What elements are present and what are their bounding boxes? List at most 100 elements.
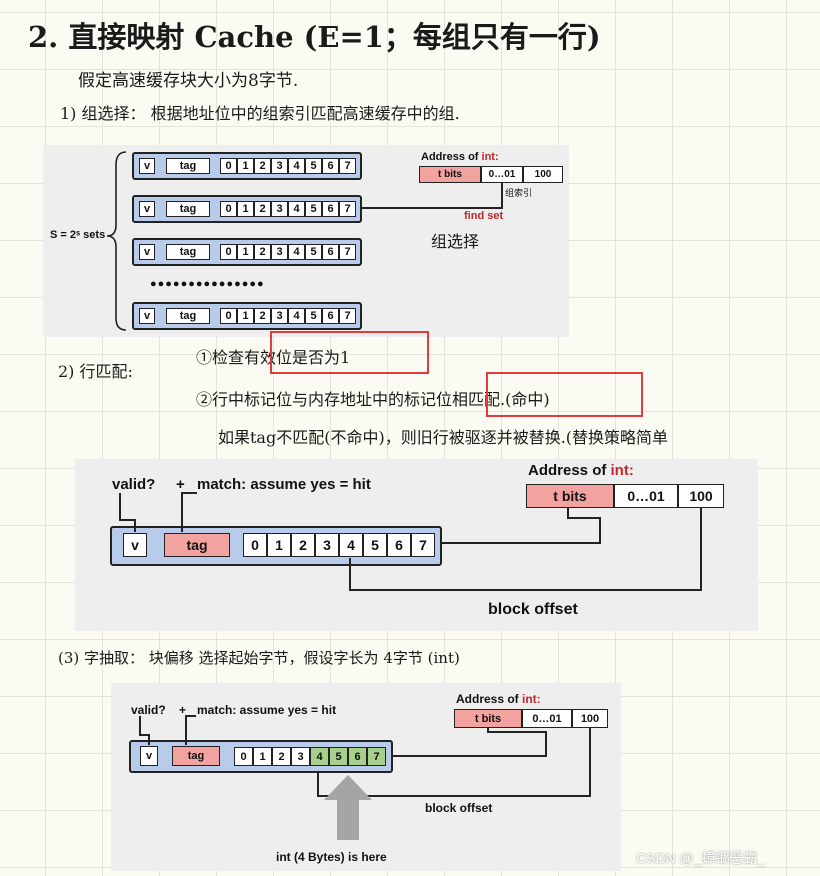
fig2-byte-cell: 7 xyxy=(411,533,435,557)
byte-cell: 2 xyxy=(254,201,271,217)
fig2-block-offset-label: block offset xyxy=(488,601,578,618)
byte-cell: 4 xyxy=(288,158,305,174)
int-keyword: int: xyxy=(522,692,541,706)
set-selection-handwritten: 组选择 xyxy=(431,232,480,251)
byte-cell: 1 xyxy=(237,201,254,217)
byte-cell: 7 xyxy=(339,244,356,260)
find-set-line xyxy=(362,183,503,209)
highlight-valid-bit xyxy=(270,331,429,374)
byte-cell: 3 xyxy=(271,158,288,174)
byte-cell: 1 xyxy=(237,244,254,260)
valid-line xyxy=(119,493,136,532)
fig3-block-offset-label: block offset xyxy=(425,801,493,815)
byte-cell: 6 xyxy=(322,244,339,260)
step2-check-valid: ①检查有效位是否为1 xyxy=(196,348,351,367)
fig2-set-index-bits: 0…01 xyxy=(614,484,678,508)
byte-cell: 7 xyxy=(339,158,356,174)
byte-cell: 7 xyxy=(339,201,356,217)
fig2-offset-bits: 100 xyxy=(678,484,724,508)
fig3-t-bits: t bits xyxy=(454,709,522,728)
fig2-plus: + xyxy=(176,476,185,493)
byte-cell: 1 xyxy=(237,158,254,174)
fig2-byte-cell: 6 xyxy=(387,533,411,557)
fig3-byte-cell: 5 xyxy=(329,747,348,766)
fig2-tag: tag xyxy=(164,533,230,557)
fig2-byte-cell: 3 xyxy=(315,533,339,557)
fig2-byte-cell: 5 xyxy=(363,533,387,557)
fig3-offset-line xyxy=(317,728,591,797)
byte-cell: 6 xyxy=(322,308,339,324)
fig3-valid-question: valid? xyxy=(131,703,166,717)
address-of-text: Address of xyxy=(456,692,523,706)
block-size-note: 假定高速缓存块大小为8字节. xyxy=(78,71,299,91)
byte-cell: 3 xyxy=(271,308,288,324)
fig3-valid-line xyxy=(139,716,150,745)
fig2-address-label: Address of int: xyxy=(528,462,634,479)
int-location-label: int (4 Bytes) is here xyxy=(276,850,387,864)
step1-set-selection: 1) 组选择： 根据地址位中的组索引匹配高速缓存中的组. xyxy=(60,104,460,123)
int-arrow xyxy=(324,775,372,840)
watermark: CSDN @_蟑螂恶霸_ xyxy=(636,850,766,866)
byte-cell: 7 xyxy=(339,308,356,324)
byte-cell: 0 xyxy=(220,158,237,174)
step2-tag-match: ②行中标记位与内存地址中的标记位相匹配.(命中) xyxy=(196,390,550,409)
fig3-byte-cell: 4 xyxy=(310,747,329,766)
tag-line xyxy=(181,492,197,532)
byte-cell: 0 xyxy=(220,201,237,217)
row-separator-dots: ●●●●●●●●●●●●●●● xyxy=(150,278,265,290)
tag-field: tag xyxy=(166,158,210,174)
fig3-address-label: Address of int: xyxy=(456,692,541,706)
fig1-t-bits: t bits xyxy=(419,166,481,183)
index-handwritten-note: 组索引 xyxy=(505,189,533,199)
tag-compare-line xyxy=(442,508,601,544)
fig2-byte-cell: 1 xyxy=(267,533,291,557)
fig1-set-index-bits: 0…01 xyxy=(481,166,523,183)
fig3-byte-cell: 0 xyxy=(234,747,253,766)
byte-cell: 5 xyxy=(305,201,322,217)
byte-cell: 6 xyxy=(322,158,339,174)
byte-cell: 3 xyxy=(271,244,288,260)
fig3-tag-line xyxy=(185,715,196,745)
valid-bit: v xyxy=(139,244,155,260)
find-set-label: find set xyxy=(464,210,504,222)
address-of-text: Address of xyxy=(528,462,611,479)
page-title: 2. 直接映射 Cache (E=1；每组只有一行) xyxy=(28,20,601,54)
address-of-text: Address of xyxy=(421,151,482,163)
fig3-valid-bit: v xyxy=(140,746,158,766)
tag-field: tag xyxy=(166,244,210,260)
step2-line-matching: 2) 行匹配: xyxy=(58,362,133,381)
fig3-byte-cell: 1 xyxy=(253,747,272,766)
byte-cell: 6 xyxy=(322,201,339,217)
fig2-match-text: match: assume yes = hit xyxy=(197,476,371,493)
int-keyword: int: xyxy=(481,151,499,163)
fig3-set-index-bits: 0…01 xyxy=(522,709,572,728)
byte-cell: 4 xyxy=(288,308,305,324)
step3-word-selection: (3) 字抽取： 块偏移 选择起始字节，假设字长为 4字节 (int) xyxy=(58,649,460,667)
fig3-byte-cell: 7 xyxy=(367,747,386,766)
fig2-byte-cell: 0 xyxy=(243,533,267,557)
byte-cell: 4 xyxy=(288,244,305,260)
fig3-offset-bits: 100 xyxy=(572,709,608,728)
fig2-valid-question: valid? xyxy=(112,476,156,493)
fig3-byte-cell: 3 xyxy=(291,747,310,766)
byte-cell: 0 xyxy=(220,308,237,324)
sets-brace xyxy=(106,151,127,331)
byte-cell: 5 xyxy=(305,308,322,324)
tag-field: tag xyxy=(166,201,210,217)
valid-bit: v xyxy=(139,158,155,174)
fig3-plus: + xyxy=(179,703,187,717)
fig2-byte-cell: 2 xyxy=(291,533,315,557)
valid-bit: v xyxy=(139,308,155,324)
int-keyword: int: xyxy=(610,462,634,479)
fig3-byte-cell: 2 xyxy=(272,747,291,766)
fig3-match-text: match: assume yes = hit xyxy=(197,703,337,717)
fig3-tag: tag xyxy=(172,746,220,766)
fig1-address-label: Address of int: xyxy=(421,151,499,163)
fig1-offset-bits: 100 xyxy=(523,166,563,183)
s-sets-label: S = 2ˢ sets xyxy=(50,229,106,241)
fig2-byte-cell: 4 xyxy=(339,533,363,557)
